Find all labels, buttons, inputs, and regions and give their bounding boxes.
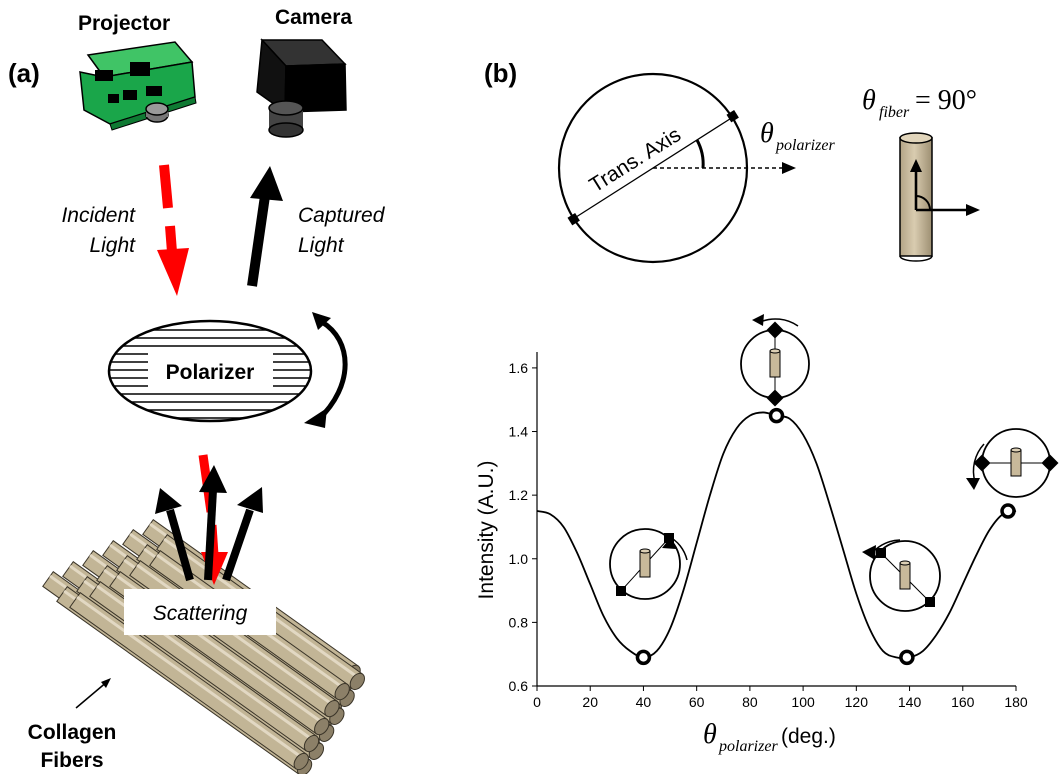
projector-icon bbox=[79, 41, 197, 131]
captured-light-arrow bbox=[247, 166, 283, 287]
theta-polarizer-label: θ polarizer bbox=[760, 118, 835, 154]
y-tick-label: 1.0 bbox=[509, 551, 529, 567]
collagen-fiber bbox=[69, 591, 309, 771]
polarizer-label: Polarizer bbox=[166, 361, 255, 384]
x-tick-label: 140 bbox=[898, 694, 922, 710]
intensity-chart: 0 20 40 60 80 100 120 140 160 180 0.6 0.8 1.0 1.2 1.4 1… bbox=[509, 352, 1028, 710]
highlighted-point-marker bbox=[768, 407, 785, 424]
incident-light-arrow bbox=[157, 164, 189, 296]
scattering-label: Scattering bbox=[153, 602, 248, 625]
x-tick-label: 100 bbox=[791, 694, 815, 710]
highlighted-point-marker bbox=[899, 649, 915, 666]
x-tick-label: 120 bbox=[845, 694, 869, 710]
svg-text:= 90°: = 90° bbox=[915, 85, 977, 116]
x-tick-label: 40 bbox=[636, 694, 652, 710]
y-tick-label: 1.2 bbox=[509, 487, 529, 503]
highlighted-point-marker bbox=[635, 649, 652, 666]
incident-label-line2: Light bbox=[89, 234, 136, 257]
collagen-pointer-arrow bbox=[75, 678, 111, 709]
camera-label: Camera bbox=[275, 6, 352, 29]
inset-icon-140deg bbox=[862, 539, 941, 612]
x-tick-label: 180 bbox=[1004, 694, 1028, 710]
inset-icon-90deg bbox=[740, 314, 810, 407]
svg-text:θ: θ bbox=[703, 719, 717, 750]
theta-fiber-label: θ fiber = 90° bbox=[862, 85, 977, 121]
y-axis-label: Intensity (A.U.) bbox=[475, 461, 498, 600]
scattering-label-box bbox=[124, 589, 276, 635]
x-axis-label: θ polarizer (deg.) bbox=[703, 719, 836, 755]
x-tick-label: 60 bbox=[689, 694, 705, 710]
y-tick-label: 1.4 bbox=[509, 424, 529, 440]
captured-label-line1: Captured bbox=[298, 204, 386, 227]
svg-text:θ: θ bbox=[862, 85, 876, 116]
fiber-orientation-icon bbox=[899, 132, 980, 262]
panel-b-label: (b) bbox=[484, 58, 517, 88]
x-tick-label: 20 bbox=[582, 694, 598, 710]
collagen-label-line1: Collagen bbox=[28, 721, 117, 744]
x-tick-label: 160 bbox=[951, 694, 975, 710]
camera-icon bbox=[256, 38, 347, 138]
inset-icon-40deg bbox=[609, 528, 688, 600]
inset-icon-180deg bbox=[966, 428, 1059, 498]
y-tick-label: 0.6 bbox=[509, 678, 529, 694]
scattering-arrows bbox=[155, 454, 263, 585]
projector-label: Projector bbox=[78, 12, 170, 35]
svg-text:polarizer: polarizer bbox=[775, 137, 835, 154]
y-tick-label: 1.6 bbox=[509, 360, 529, 376]
collagen-label-line2: Fibers bbox=[40, 749, 103, 772]
svg-text:fiber: fiber bbox=[879, 104, 910, 121]
highlighted-point-marker bbox=[1000, 503, 1016, 519]
captured-label-line2: Light bbox=[298, 234, 345, 257]
y-tick-label: 0.8 bbox=[509, 614, 529, 630]
incident-label-line1: Incident bbox=[61, 204, 136, 227]
x-tick-label: 80 bbox=[742, 694, 758, 710]
intensity-series-line bbox=[536, 411, 1017, 660]
svg-text:(deg.): (deg.) bbox=[781, 725, 836, 748]
svg-text:θ: θ bbox=[760, 118, 774, 149]
polarizer-rotation-arrow bbox=[304, 312, 348, 428]
x-tick-label: 0 bbox=[533, 694, 541, 710]
svg-text:polarizer: polarizer bbox=[718, 738, 778, 755]
transmission-axis-diagram bbox=[557, 72, 796, 264]
panel-a-label: (a) bbox=[8, 58, 40, 88]
